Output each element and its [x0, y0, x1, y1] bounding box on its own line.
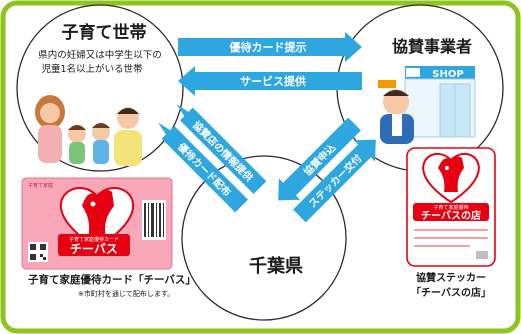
- sticker-image: 子育て家庭優待 チーバスの店: [406, 147, 496, 267]
- shop-storefront: SHOP: [404, 66, 476, 138]
- family-illustration-icon: [35, 95, 142, 166]
- shopkeeper-illustration-icon: [378, 80, 414, 144]
- card-image: 子育て家庭 子育て家庭優待カード チーバス: [21, 177, 173, 270]
- arrow-card-distribute: [158, 122, 248, 213]
- card-mascot-icon: [82, 189, 114, 238]
- prefecture-title: 千葉県: [249, 256, 303, 277]
- shop-sign-text: SHOP: [432, 69, 463, 80]
- card-caption: 子育て家庭優待カード「チーバス」: [28, 273, 196, 286]
- household-desc-line1: 県内の妊婦又は中学生以下の: [38, 49, 162, 61]
- arrow-info-provide: [176, 104, 267, 194]
- barcode-icon: [142, 200, 166, 240]
- arrow-card-present-label: 優待カード提示: [229, 40, 307, 54]
- arrow-apply: [278, 117, 361, 201]
- sponsor-title: 協賛事業者: [392, 37, 472, 56]
- sticker-caption-line2: 「チーバスの店」: [411, 286, 491, 299]
- arrow-sticker-issue: [293, 139, 376, 223]
- arrow-card-present: [178, 32, 362, 62]
- sticker-mascot-icon: [438, 156, 464, 192]
- card-label-small: 子育て家庭優待カード: [69, 236, 119, 243]
- card-note: ※市町村を通じて配布します。: [78, 289, 174, 298]
- card-label-big: チーバス: [70, 242, 118, 256]
- sticker-label-big: チーバスの店: [421, 209, 481, 222]
- sticker-caption-line1: 協賛ステッカー: [416, 271, 486, 284]
- arrow-service-label: サービス提供: [240, 74, 306, 88]
- household-title: 子育て世帯: [62, 22, 147, 43]
- card-small-text: 子育て家庭: [28, 182, 53, 189]
- qr-code-icon: [28, 242, 48, 262]
- household-desc-line2: 児童1名以上がいる世帯: [41, 63, 143, 75]
- arrow-service: [178, 66, 362, 96]
- sticker-label-small: 子育て家庭優待: [433, 204, 468, 211]
